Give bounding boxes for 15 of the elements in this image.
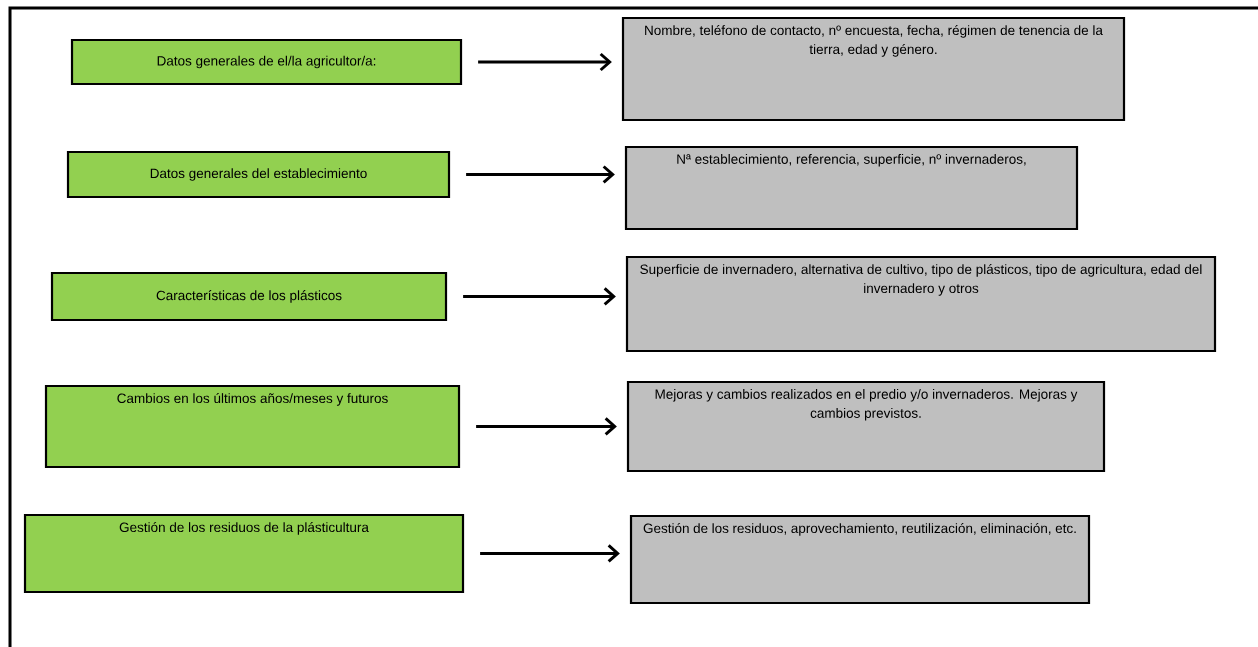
detail-box: Nombre, teléfono de contacto, nº encuesta, fecha, régimen de tenencia de la tierra, edad y género. bbox=[621, 16, 1126, 122]
arrow bbox=[476, 417, 617, 436]
topic-box: Cambios en los últimos años/meses y futuros bbox=[44, 384, 461, 469]
detail-box: Mejoras y cambios realizados en el predio y/o invernaderos. Mejoras y cambios previstos. bbox=[626, 380, 1106, 473]
topic-box: Datos generales de el/la agricultor/a: bbox=[70, 38, 463, 86]
arrow bbox=[480, 544, 620, 563]
arrow bbox=[478, 52, 612, 72]
topic-box: Características de los plásticos bbox=[50, 271, 448, 322]
detail-box: Gestión de los residuos, aprovechamiento, reutilización, eliminación, etc. bbox=[629, 514, 1091, 605]
detail-box: Nª establecimiento, referencia, superficie, nº invernaderos, bbox=[624, 145, 1079, 231]
arrow bbox=[463, 287, 616, 306]
topic-box: Datos generales del establecimiento bbox=[66, 150, 451, 199]
detail-box: Superficie de invernadero, alternativa de cultivo, tipo de plásticos, tipo de agricultura, edad del invernadero y otros bbox=[625, 255, 1217, 353]
topic-box: Gestión de los residuos de la plásticultura bbox=[23, 513, 465, 594]
arrow bbox=[466, 165, 615, 184]
